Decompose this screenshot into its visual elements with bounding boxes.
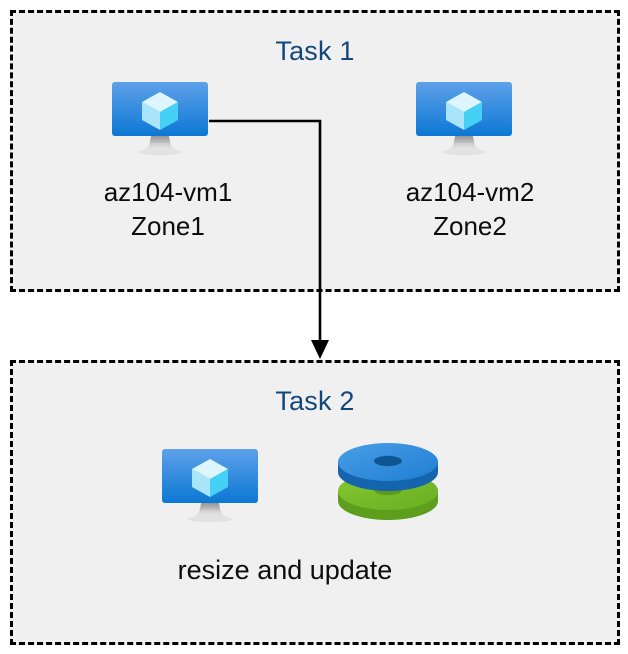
task-2-title: Task 2 xyxy=(275,386,355,416)
connector-arrowhead-icon xyxy=(311,340,329,359)
task-2-action-label: resize and update xyxy=(177,555,393,585)
task-1-group: Task 1 xyxy=(10,10,620,292)
az104-vm2-label: az104-vm2 Zone2 xyxy=(405,177,535,241)
azure-virtual-machine-icon xyxy=(416,82,512,156)
az104-vm1-label: az104-vm1 Zone1 xyxy=(103,177,233,241)
azure-virtual-machine-icon xyxy=(112,82,208,156)
task-2-group: Task 2 xyxy=(10,360,620,645)
azure-disks-icon xyxy=(338,443,438,520)
azure-virtual-machine-icon xyxy=(162,449,258,523)
task-1-title: Task 1 xyxy=(275,36,355,66)
